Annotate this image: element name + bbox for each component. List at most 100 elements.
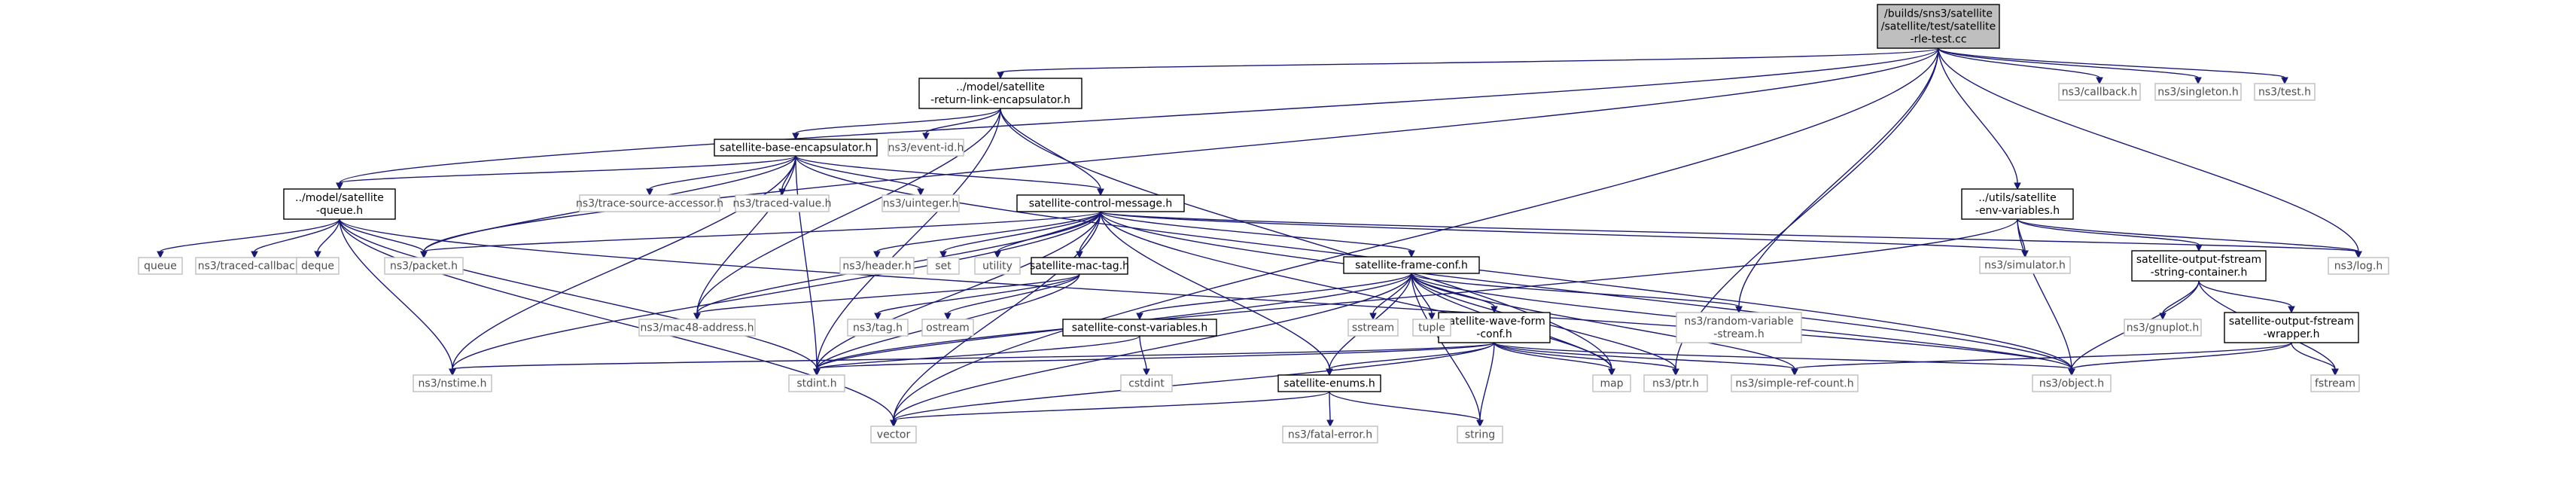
node-box [714,139,878,157]
edge-ofs_cont-to-gnuplot [2159,280,2200,321]
node-map[interactable]: map [1592,374,1631,392]
node-box [1676,312,1802,343]
node-wave[interactable]: satellite-wave-form-conf.h [1438,312,1551,343]
node-constvar[interactable]: satellite-const-variables.h [1062,319,1217,337]
node-label: queue [144,261,177,273]
node-root[interactable]: /builds/sns3/satellite/satellite/test/sa… [1877,4,2000,49]
node-mac48[interactable]: ns3/mac48-address.h [638,319,756,337]
node-header[interactable]: ns3/header.h [839,257,915,275]
node-eventid[interactable]: ns3/event-id.h [888,139,964,157]
node-box [2058,83,2141,101]
node-ofs_wrap[interactable]: satellite-output-fstream-wrapper.h [2224,312,2359,343]
node-vector[interactable]: vector [870,425,917,444]
edge-root-to-randvar [1735,47,1939,314]
edge-root-to-queue_h [336,47,1939,191]
node-ostream[interactable]: ostream [921,319,974,337]
node-box [847,319,909,337]
node-queue[interactable]: queue [138,257,183,275]
node-label: -string-container.h [2151,267,2248,279]
node-queue_h[interactable]: ../model/satellite-queue.h [283,188,396,220]
node-string[interactable]: string [1457,425,1503,444]
edge-wave-to-src [1494,342,1798,377]
edge-ctrl-to-packet [420,211,1101,259]
node-box [1961,188,2074,220]
edge-envvar-to-simulator [2017,218,2029,258]
node-stdint[interactable]: stdint.h [788,374,845,392]
node-label: ns3/log.h [2334,261,2383,273]
node-rle[interactable]: ../model/satellite-return-link-encapsula… [918,78,1082,109]
node-ctrl[interactable]: satellite-control-message.h [1016,194,1185,212]
node-base[interactable]: satellite-base-encapsulator.h [714,139,878,157]
node-label: map [1600,378,1623,390]
edge-enums-to-vector [890,391,1330,428]
node-box [2328,257,2389,275]
node-ptr[interactable]: ns3/ptr.h [1643,374,1708,392]
edge-root-to-callback [1938,47,2103,85]
edge-root-to-rle [997,47,1939,80]
node-log[interactable]: ns3/log.h [2328,257,2389,275]
node-nstime[interactable]: ns3/nstime.h [413,374,492,392]
node-frame[interactable]: satellite-frame-conf.h [1343,256,1480,274]
edge-envvar-to-ofs_cont [2017,218,2203,252]
node-label: utility [982,261,1012,273]
edge-envvar-to-log [2017,218,2362,259]
node-box [927,257,960,275]
node-box [882,194,960,212]
edge-wave-to-object [1494,342,2075,377]
node-tcb[interactable]: ns3/traced-callback.h [195,257,314,275]
node-sstream[interactable]: sstream [1347,319,1399,337]
node-tsa[interactable]: ns3/trace-source-accessor.h [576,194,723,212]
node-packet[interactable]: ns3/packet.h [384,257,464,275]
node-label: ns3/gnuplot.h [2127,322,2200,334]
node-simulator[interactable]: ns3/simulator.h [1979,256,2071,274]
edges-layer [157,47,2362,428]
node-box [2032,374,2112,392]
node-label: ostream [926,322,970,334]
node-box [384,257,464,275]
edge-queue_h-to-deque [314,218,340,259]
node-label: ns3/uinteger.h [883,198,959,210]
edge-base-to-queue_h [336,155,796,191]
node-box [283,188,396,220]
node-box [788,374,845,392]
node-randvar[interactable]: ns3/random-variable-stream.h [1676,312,1802,343]
node-label: ns3/random-variable [1684,316,1793,328]
node-fstream[interactable]: fstream [2310,374,2360,392]
node-box [1062,319,1217,337]
node-box [638,319,756,337]
node-box [413,374,492,392]
node-label: ns3/singleton.h [2157,87,2239,99]
node-box [735,194,830,212]
node-callback[interactable]: ns3/callback.h [2058,83,2141,101]
node-label: string [1465,429,1495,441]
edge-frame-to-randvar [1411,273,1743,314]
edge-enums-to-string [1329,391,1484,428]
node-box [974,257,1021,275]
node-object[interactable]: ns3/object.h [2032,374,2112,392]
node-tval[interactable]: ns3/traced-value.h [732,194,832,212]
node-fatal[interactable]: ns3/fatal-error.h [1282,425,1378,444]
node-mactag[interactable]: satellite-mac-tag.h [1030,257,1129,275]
node-box [1877,4,2000,49]
node-envvar[interactable]: ../utils/satellite-env-variables.h [1961,188,2074,220]
node-ofs_cont[interactable]: satellite-output-fstream-string-containe… [2131,250,2267,282]
node-tag[interactable]: ns3/tag.h [847,319,909,337]
edge-mactag-to-tag [874,273,1080,321]
edge-ctrl-to-simulator [1100,211,2029,258]
node-label: vector [877,429,911,441]
node-cstdint[interactable]: cstdint [1120,374,1173,392]
node-set[interactable]: set [927,257,960,275]
node-singleton[interactable]: ns3/singleton.h [2154,83,2242,101]
node-enums[interactable]: satellite-enums.h [1277,374,1381,392]
node-tuple[interactable]: tuple [1412,319,1451,337]
node-gnuplot[interactable]: ns3/gnuplot.h [2124,319,2202,337]
node-utility[interactable]: utility [974,257,1021,275]
node-test[interactable]: ns3/test.h [2254,83,2316,101]
node-label: ns3/fatal-error.h [1288,429,1372,441]
node-src[interactable]: ns3/simple-ref-count.h [1731,374,1859,392]
node-box [2124,319,2202,337]
node-uint[interactable]: ns3/uinteger.h [882,194,960,212]
edge-queue_h-to-packet [339,218,428,259]
node-deque[interactable]: deque [296,257,340,275]
